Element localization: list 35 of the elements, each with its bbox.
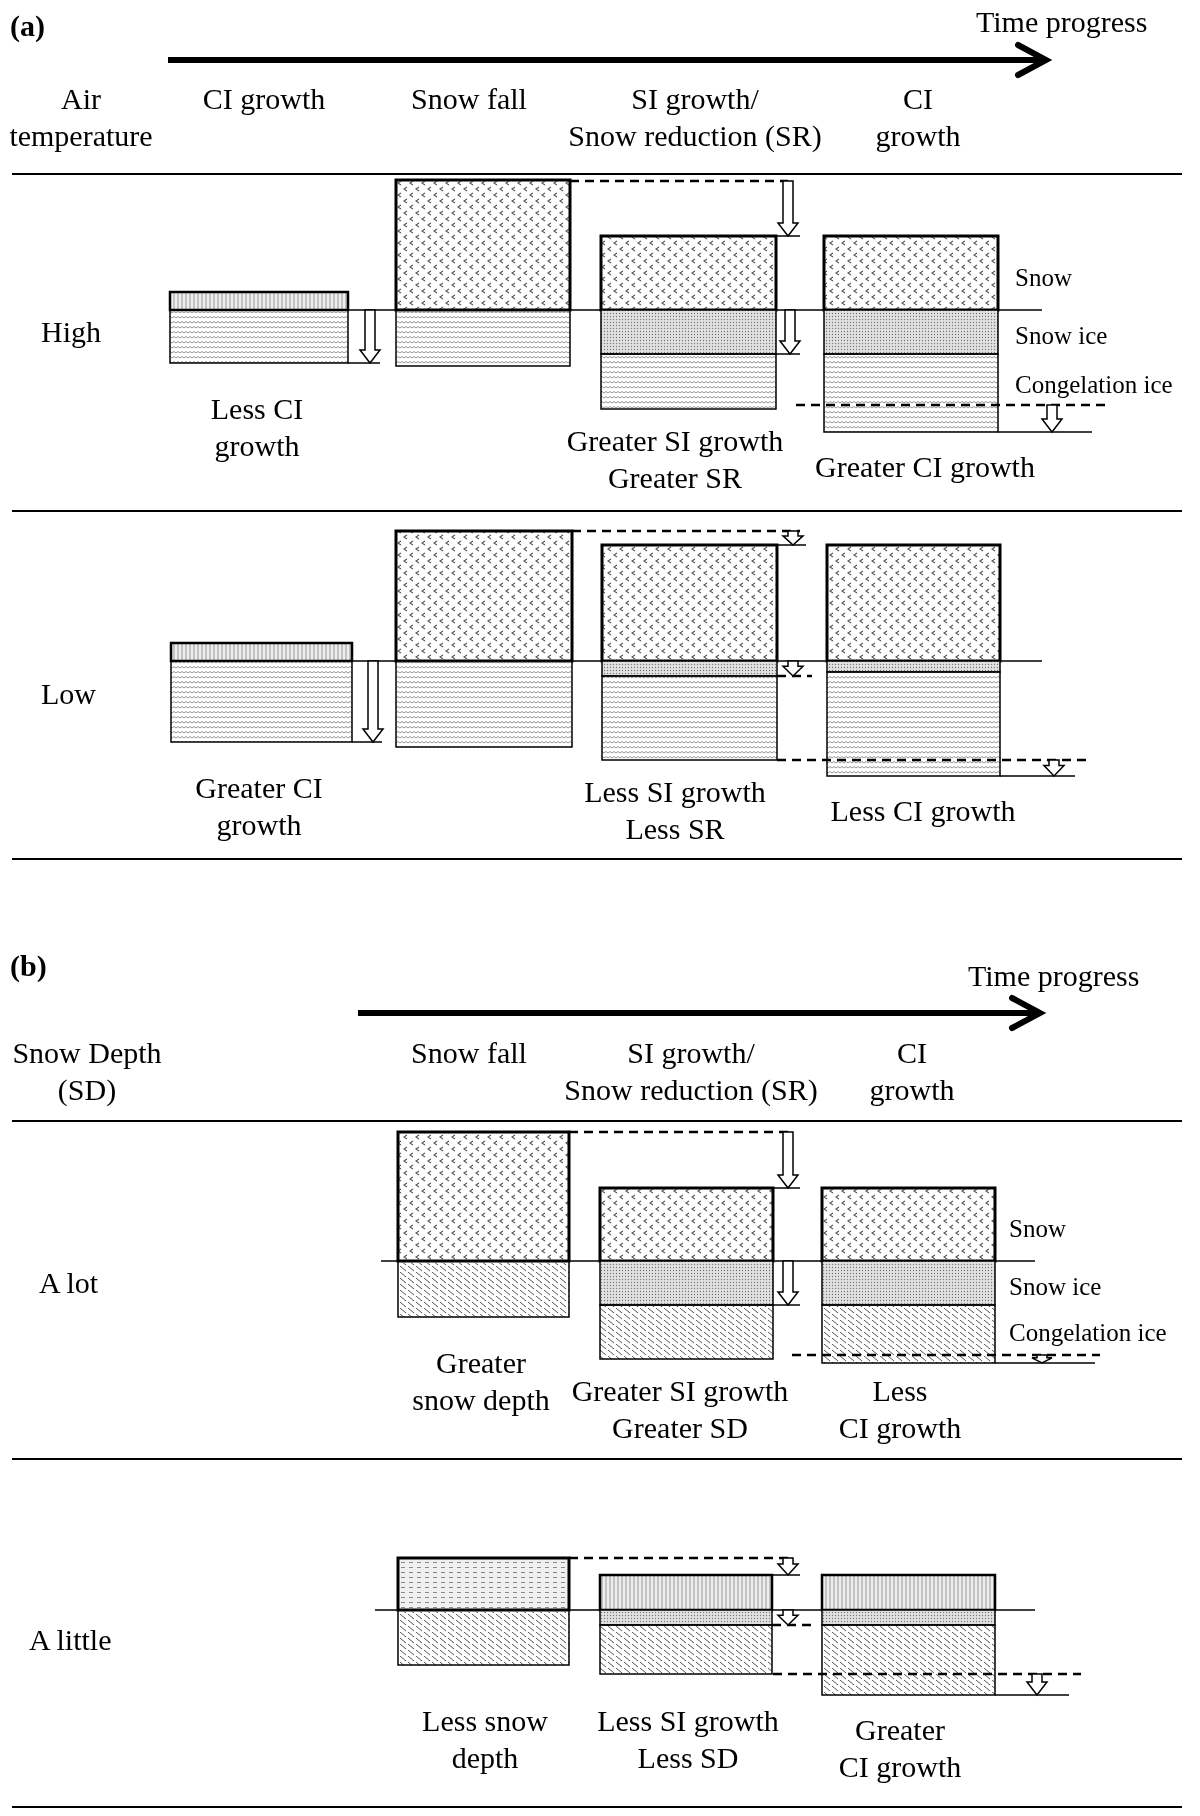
panel-label: (b) xyxy=(10,947,47,984)
layer-label: Congelation ice xyxy=(1015,371,1173,399)
caption: Less CI growth xyxy=(830,792,1016,829)
layer-label: Snow xyxy=(1015,264,1072,292)
layer-label: Snow ice xyxy=(1009,1273,1102,1301)
caption: Greater snow depth xyxy=(412,1344,550,1418)
caption: Greater SI growth Greater SD xyxy=(571,1372,789,1446)
caption: Less CI growth xyxy=(838,1372,962,1446)
caption: Greater CI growth xyxy=(815,448,1035,485)
column-header: SI growth/ Snow reduction (SR) xyxy=(564,1034,818,1108)
caption: Less SI growth Less SR xyxy=(584,773,766,847)
caption: Greater CI growth xyxy=(195,769,323,843)
caption: Greater SI growth Greater SR xyxy=(566,422,784,496)
layer-label: Snow ice xyxy=(1015,322,1108,350)
column-header: CI growth xyxy=(875,80,961,154)
column-header: Snow fall xyxy=(411,80,527,117)
column-header: CI growth xyxy=(869,1034,955,1108)
layer-label: Snow xyxy=(1009,1215,1066,1243)
row-label: High xyxy=(41,313,101,350)
column-header: CI growth xyxy=(202,80,326,117)
row-header: Snow Depth (SD) xyxy=(12,1034,162,1108)
row-header: Air temperature xyxy=(9,80,153,154)
caption: Less SI growth Less SD xyxy=(597,1702,779,1776)
layer-label: Congelation ice xyxy=(1009,1319,1167,1347)
row-label: A lot xyxy=(39,1264,99,1301)
axis-label: Time progress xyxy=(968,957,1140,994)
caption: Less CI growth xyxy=(210,390,304,464)
row-label: Low xyxy=(41,675,96,712)
row-label: A little xyxy=(29,1621,112,1658)
panel-label: (a) xyxy=(10,7,45,44)
axis-label: Time progress xyxy=(976,3,1148,40)
caption: Less snow depth xyxy=(422,1702,548,1776)
caption: Greater CI growth xyxy=(838,1711,962,1785)
column-header: Snow fall xyxy=(411,1034,527,1071)
column-header: SI growth/ Snow reduction (SR) xyxy=(568,80,822,154)
